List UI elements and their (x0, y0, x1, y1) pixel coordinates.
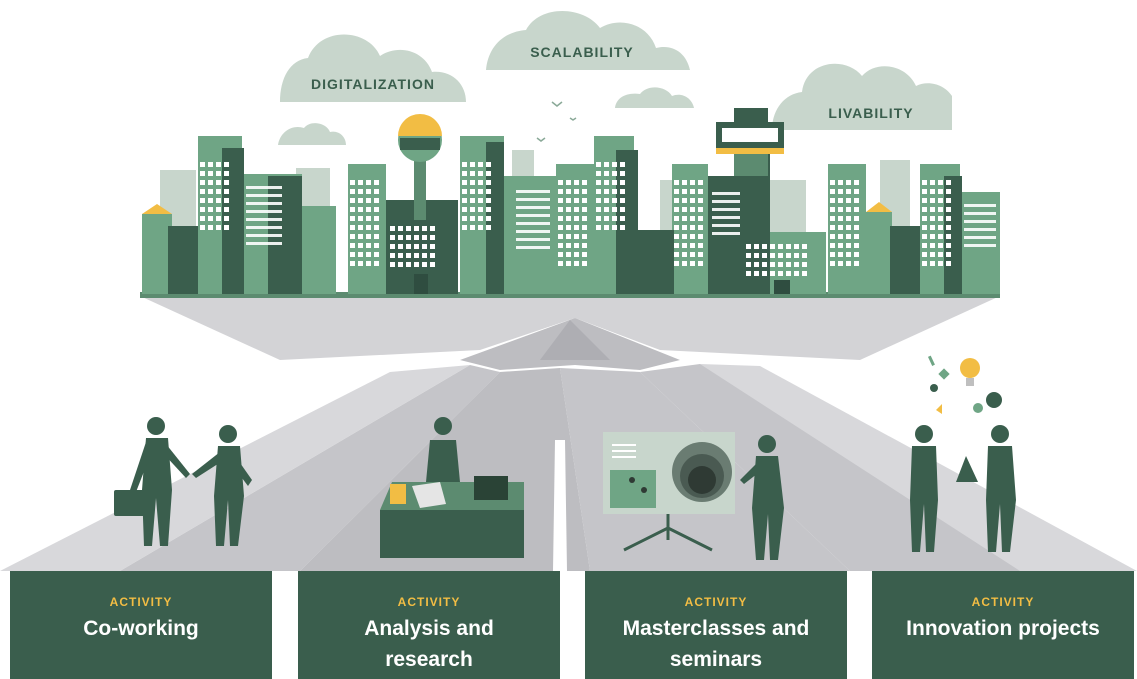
road (0, 296, 1137, 571)
activity-card-coworking: ACTIVITY Co-working (10, 571, 272, 679)
cloud-livability (772, 63, 952, 130)
activity-card-innovation: ACTIVITY Innovation projects (872, 571, 1134, 679)
cloud-digitalization (280, 34, 466, 102)
coworking-figures (114, 417, 252, 546)
activity-card-analysis: ACTIVITY Analysis and research (298, 571, 560, 679)
cloud-label-digitalization: DIGITALIZATION (311, 76, 435, 92)
observation-tower (398, 114, 442, 220)
activity-card-masterclasses: ACTIVITY Masterclasses and seminars (585, 571, 847, 679)
activity-tag: ACTIVITY (971, 595, 1035, 609)
tv-tower (716, 108, 784, 176)
analysis-figure-desk (380, 417, 524, 558)
cloud-scalability (486, 11, 690, 70)
innovation-figures (910, 355, 1016, 552)
birds (536, 101, 577, 142)
activity-title: Innovation projects (906, 617, 1100, 640)
city-skyline (140, 108, 1000, 298)
cloud-label-scalability: SCALABILITY (530, 44, 634, 60)
cloud-small-left (278, 123, 346, 145)
activity-tag: ACTIVITY (109, 595, 173, 609)
activity-title: Co-working (83, 617, 199, 640)
cloud-small-middle (615, 87, 694, 108)
activity-title: Masterclasses and seminars (622, 617, 810, 671)
activity-tag: ACTIVITY (397, 595, 461, 609)
cloud-label-livability: LIVABILITY (828, 105, 914, 121)
seminar-figure-board (603, 432, 784, 560)
activity-tag: ACTIVITY (684, 595, 748, 609)
activity-title: Analysis and research (364, 617, 494, 671)
